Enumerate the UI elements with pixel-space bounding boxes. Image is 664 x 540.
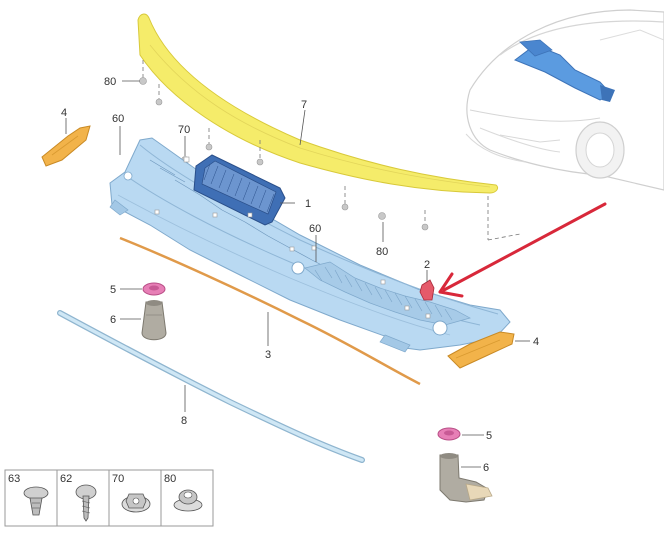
callout-6-left: 6 — [110, 314, 116, 326]
callout-4-right: 4 — [533, 336, 539, 348]
callout-labels: 80 7 4 60 70 1 60 80 2 5 6 3 4 8 5 6 — [61, 76, 539, 474]
legend-item-62: 62 — [56, 469, 110, 527]
callout-3: 3 — [265, 349, 271, 361]
callout-6-right: 6 — [483, 462, 489, 474]
pointer-arrow — [438, 202, 607, 298]
callout-2: 2 — [424, 259, 430, 271]
callout-5-left: 5 — [110, 284, 116, 296]
hood-seal-lower — [57, 310, 365, 463]
legend-item-63: 63 — [4, 469, 58, 527]
callout-1: 1 — [305, 198, 311, 210]
filter-housing — [193, 154, 286, 226]
drain-right — [437, 427, 493, 503]
legend-label-63: 63 — [8, 473, 20, 485]
legend-label-70: 70 — [112, 473, 124, 485]
callout-5-right: 5 — [486, 430, 492, 442]
callout-70: 70 — [178, 124, 190, 136]
legend-item-70: 70 — [108, 469, 162, 527]
callout-4-left: 4 — [61, 107, 67, 119]
panel-clips — [154, 156, 431, 319]
callout-7: 7 — [301, 99, 307, 111]
vehicle-inset — [465, 9, 664, 191]
callout-80-center: 80 — [376, 246, 388, 258]
cowl-panel — [109, 137, 511, 353]
legend-label-62: 62 — [60, 473, 72, 485]
callout-80-top: 80 — [104, 76, 116, 88]
callout-60-left: 60 — [112, 113, 124, 125]
fastener-legend: 63 62 70 80 — [4, 469, 214, 527]
sealing-strip — [119, 236, 421, 386]
drain-left — [141, 282, 167, 341]
legend-item-80: 80 — [160, 469, 214, 527]
leader-lines — [65, 80, 530, 468]
callout-60-center: 60 — [309, 223, 321, 235]
part-2 — [419, 279, 435, 301]
hood-seal-upper — [137, 13, 499, 194]
legend-label-80: 80 — [164, 473, 176, 485]
fastener-guide-lines — [142, 60, 521, 241]
callout-8: 8 — [181, 415, 187, 427]
